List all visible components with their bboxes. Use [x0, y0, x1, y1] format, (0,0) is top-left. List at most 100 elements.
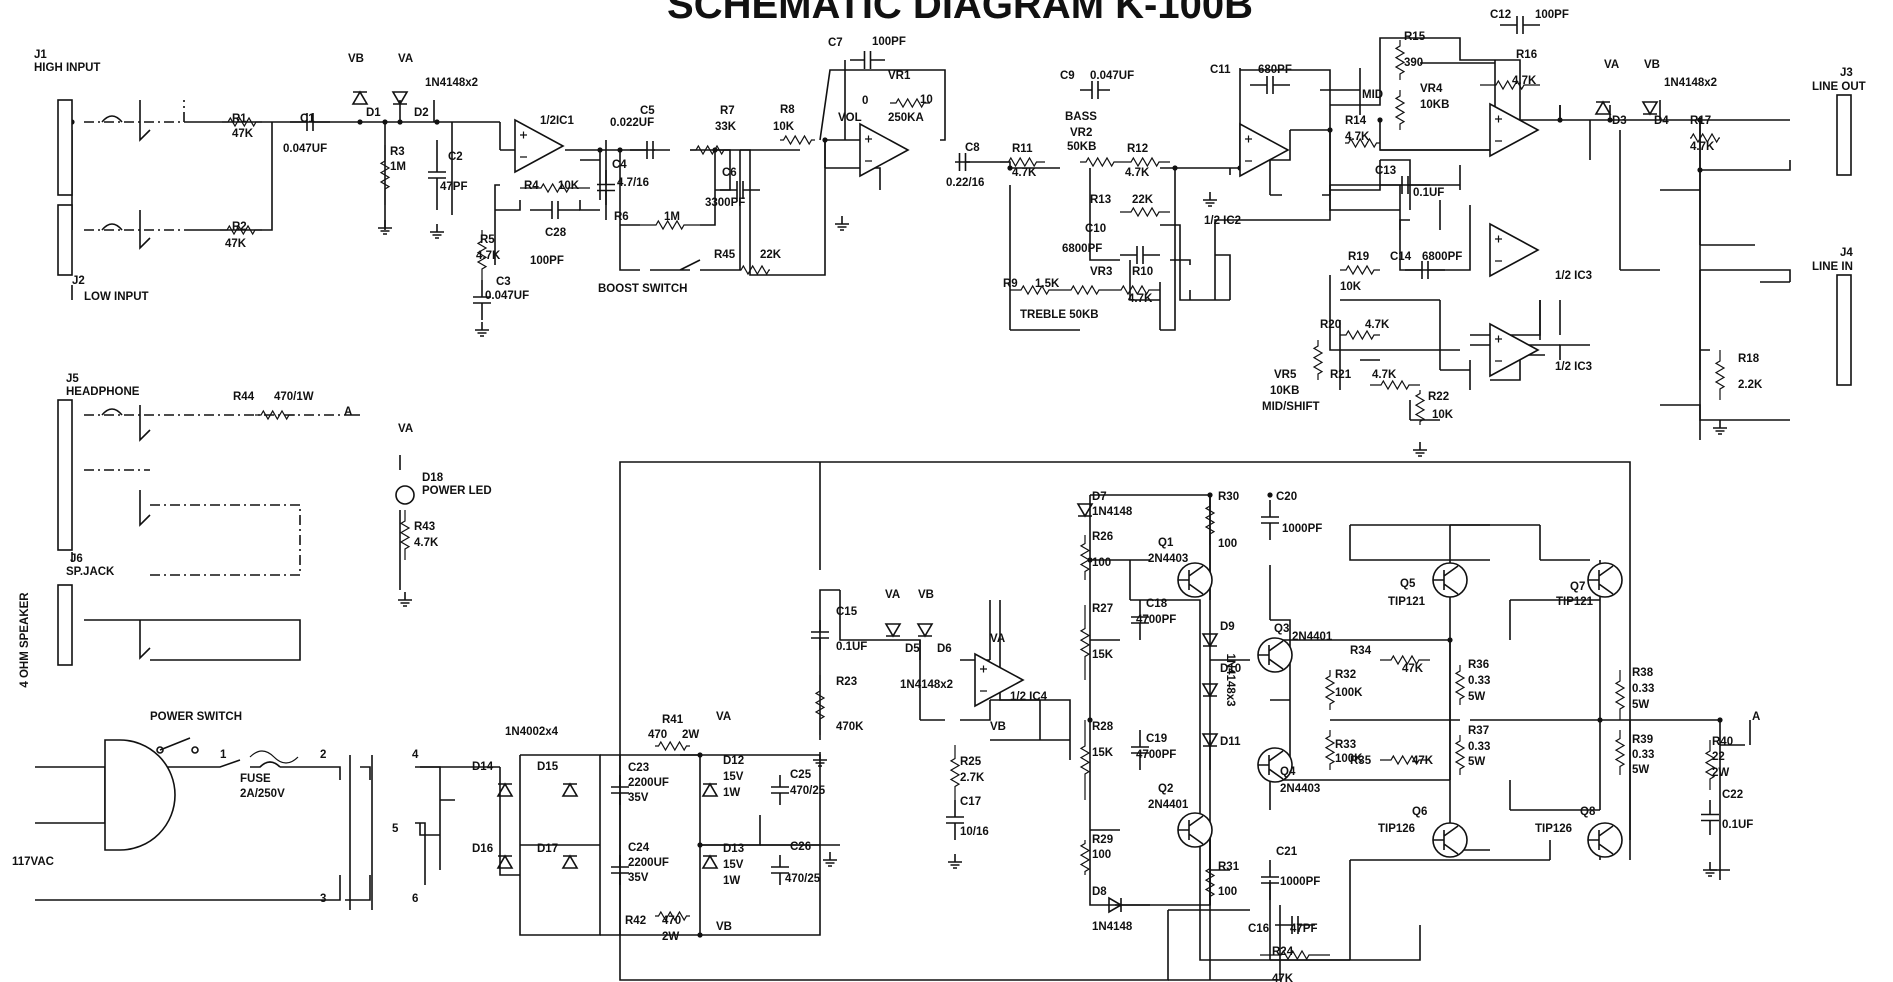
label-c11-v: 680PF [1258, 64, 1292, 76]
label-c8: C8 [965, 142, 980, 154]
r26-resistor [1079, 535, 1091, 580]
label-r18-v: 2.2K [1738, 379, 1763, 391]
label-r40: R40 [1712, 736, 1733, 748]
wire [84, 100, 185, 231]
fuse [249, 750, 299, 764]
c14-capacitor [1405, 261, 1445, 279]
j3-jack-body [1836, 94, 1852, 176]
r35-resistor [1380, 754, 1430, 766]
label-c24-v: 2200UF [628, 857, 669, 869]
label-d16: D16 [472, 843, 493, 855]
r30-resistor [1204, 495, 1216, 545]
label-c22-v: 0.1UF [1722, 819, 1753, 831]
vr4-resistor [1394, 90, 1406, 130]
r41-resistor [655, 740, 690, 752]
label-node-a: A [1752, 711, 1760, 723]
label-r31: R31 [1218, 861, 1240, 873]
label-r36-v: 0.33 [1468, 675, 1490, 687]
d4-diode [1641, 101, 1659, 116]
label-j2-sub: LOW INPUT [84, 291, 149, 303]
r40-resistor [1704, 740, 1716, 790]
ground-symbol [1713, 420, 1727, 435]
label-z1w: 1W [723, 787, 740, 799]
label-c24-w: 35V [628, 872, 649, 884]
label-r5: R5 [480, 234, 495, 246]
label-r17: R17 [1690, 115, 1711, 127]
label-c12-v: 100PF [1535, 9, 1569, 21]
r42-resistor [655, 910, 690, 922]
label-c16-v: 47PF [1290, 923, 1318, 935]
ic2b-opamp [1489, 102, 1540, 158]
junction-dot [1447, 637, 1453, 643]
ground-symbol [835, 216, 849, 231]
label-c13: C13 [1375, 165, 1396, 177]
label-r29-v: 100 [1092, 849, 1111, 861]
q8-transistor-leads [1588, 825, 1614, 855]
label-r41-v: 470 [648, 729, 667, 741]
label-c1-v: 0.047UF [283, 143, 327, 155]
label-r30-v: 100 [1218, 538, 1237, 550]
label-vr4-v: 10KB [1420, 99, 1449, 111]
label-c21-v: 1000PF [1280, 876, 1320, 888]
label-vr5-v: 10KB [1270, 385, 1299, 397]
label-q6-v: TIP126 [1378, 823, 1415, 835]
wire [1330, 639, 1460, 781]
wire [1320, 68, 1361, 115]
r43-resistor [399, 510, 411, 560]
label-r34: R34 [1350, 645, 1372, 657]
ic3a-opamp-pins [1495, 235, 1502, 262]
j4-jack-body [1836, 274, 1852, 386]
label-r32: R32 [1335, 669, 1356, 681]
r39-resistor [1614, 730, 1626, 775]
label-r22-v: 10K [1432, 409, 1454, 421]
r5-resistor [476, 230, 488, 280]
label-r39-v: 0.33 [1632, 749, 1654, 761]
label-vr2: VR2 [1070, 127, 1092, 139]
label-r30: R30 [1218, 491, 1239, 503]
wire [184, 121, 360, 231]
ic2b-opamp-pins [1495, 115, 1502, 142]
label-d6: D6 [937, 643, 952, 655]
r29-resistor [1079, 840, 1091, 875]
label-r9: R9 [1003, 278, 1018, 290]
wire [1089, 168, 1231, 301]
label-r43-v: 4.7K [414, 537, 439, 549]
c2-capacitor [428, 140, 446, 210]
label-r38-w: 5W [1632, 699, 1649, 711]
label-q8-v: TIP126 [1535, 823, 1572, 835]
label-z1w: 1W [723, 875, 740, 887]
junction-dot [434, 119, 440, 125]
r45-resistor [740, 264, 770, 276]
c11-capacitor [1250, 76, 1290, 94]
q1-transistor-leads [1178, 565, 1204, 595]
wire [1699, 270, 1710, 380]
label-va: VA [990, 633, 1005, 645]
label-r42: R42 [625, 915, 646, 927]
c8-capacitor [955, 153, 970, 171]
label-d8: D8 [1092, 886, 1107, 898]
c1-capacitor [290, 113, 330, 131]
wire [1269, 565, 1291, 810]
label-c5: C5 [640, 105, 655, 117]
label-c20: C20 [1276, 491, 1297, 503]
label-va: VA [716, 711, 731, 723]
label-d7-v: 1N4148 [1092, 506, 1133, 518]
wire [1619, 130, 1660, 271]
d3-diode [1594, 100, 1612, 115]
r33-resistor [1324, 730, 1336, 770]
label-ic4: 1/2 IC4 [1010, 691, 1048, 703]
label-r20-v: 4.7K [1365, 319, 1390, 331]
wire [1129, 260, 1160, 301]
label-r12: R12 [1127, 143, 1148, 155]
label-c7: C7 [828, 37, 843, 49]
label-speaker: 4 OHM SPEAKER [19, 592, 31, 688]
label-midshift: MID/SHIFT [1262, 401, 1320, 413]
q5-transistor-leads [1433, 565, 1459, 595]
junction-dot [382, 119, 388, 125]
r19-resistor [1340, 264, 1380, 276]
r22-resistor [1414, 390, 1426, 425]
d5-diode [884, 623, 902, 638]
label-c23: C23 [628, 762, 649, 774]
label-treble: TREBLE 50KB [1020, 309, 1099, 321]
junction-dot [697, 752, 703, 758]
